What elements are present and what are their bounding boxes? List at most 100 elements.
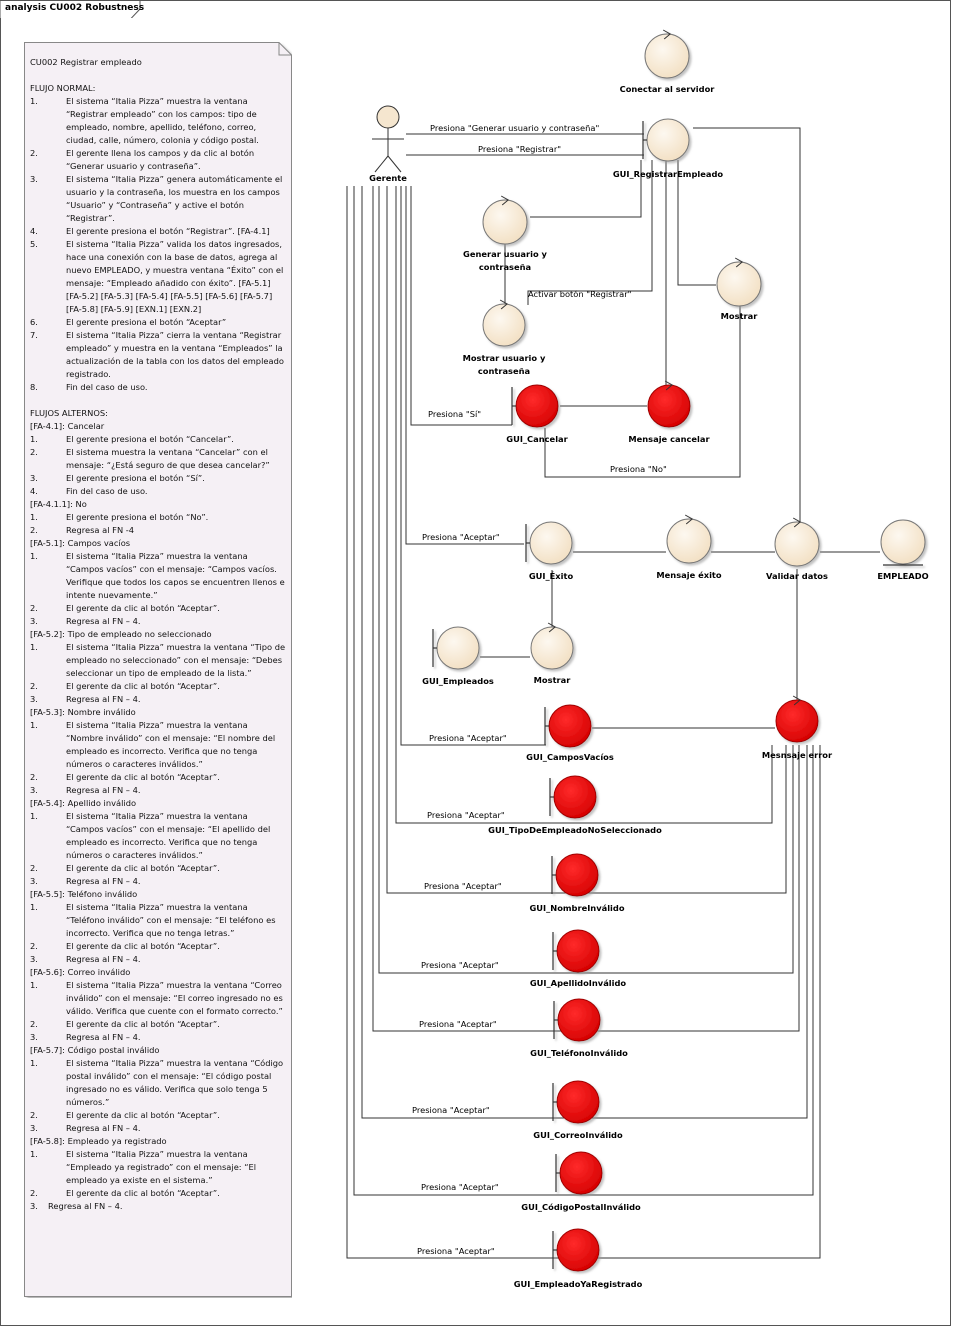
empleado-entity xyxy=(880,519,926,566)
gui-campos-vacios xyxy=(544,704,592,748)
gui-empleado-ya-registrado-label: GUI_EmpleadoYaRegistrado xyxy=(514,1279,643,1289)
note-step: 2.El gerente da clic al botón “Aceptar”. xyxy=(30,680,286,693)
gui-empleados-label: GUI_Empleados xyxy=(422,676,494,686)
connector-aceptar-campos xyxy=(400,186,546,746)
note-step-number: 2. xyxy=(30,681,38,691)
note-step-number: 1. xyxy=(30,1058,38,1068)
note-step-text: El sistema “Italia Pizza” muestra la ven… xyxy=(66,811,271,860)
message-generar: Presiona "Generar usuario y contraseña" xyxy=(430,123,599,133)
note-step-number: 3. xyxy=(30,694,38,704)
actor-gerente-label: Gerente xyxy=(369,173,407,183)
note-step-text: El gerente llena los campos y da clic al… xyxy=(66,148,255,171)
note-step: 2.El gerente da clic al botón “Aceptar”. xyxy=(30,602,286,615)
message-aceptar-tipo: Presiona "Aceptar" xyxy=(427,810,505,820)
connector-aceptar-tipo xyxy=(395,186,773,824)
note-step-number: 3. xyxy=(30,1201,38,1211)
gui-codigo-postal-invalido xyxy=(555,1151,603,1195)
note-step-text: El sistema “Italia Pizza” muestra la ven… xyxy=(66,1058,284,1107)
gui-telefono-invalido-label: GUI_TeléfonoInválido xyxy=(530,1048,628,1058)
gui-nombre-invalido xyxy=(551,853,599,897)
note-step-number: 3. xyxy=(30,616,38,626)
note-line: FLUJOS ALTERNOS: xyxy=(30,408,108,418)
note-line: [FA-4.1.1]: No xyxy=(30,499,87,509)
note-step-text: Regresa al FN – 4. xyxy=(66,785,141,795)
note-step-text: El sistema “Italia Pizza” muestra la ven… xyxy=(66,980,283,1016)
note-step-text: Regresa al FN – 4. xyxy=(48,1201,123,1211)
note-step: 1. El gerente presiona el botón “Cancelar… xyxy=(30,433,286,446)
conectar-servidor xyxy=(644,29,690,79)
note-step: 3.El sistema “Italia Pizza” genera autom… xyxy=(30,173,286,225)
mostrar-superior-label: Mostrar xyxy=(721,311,759,321)
connector-si xyxy=(410,186,512,426)
message-aceptar-nombre: Presiona "Aceptar" xyxy=(424,881,502,891)
connector-generar-usuario xyxy=(530,160,642,218)
note-step-text: Fin del caso de uso. xyxy=(66,382,148,392)
note-step: 2.El gerente da clic al botón “Aceptar”. xyxy=(30,1187,286,1200)
note-step-number: 3. xyxy=(30,1032,38,1042)
note-step-number: 3. xyxy=(30,785,38,795)
note-line: [FA-5.8]: Empleado ya registrado xyxy=(30,1136,167,1146)
message-aceptar-cp: Presiona "Aceptar" xyxy=(421,1182,499,1192)
note-step-number: 7. xyxy=(30,330,38,340)
connector-mostrar xyxy=(677,160,716,286)
note-step-text: El gerente presiona el botón “Aceptar” xyxy=(66,317,227,327)
generar-usuario-contrasena-label: Generar usuario y xyxy=(463,249,548,259)
note-step: 1.El sistema “Italia Pizza” muestra la v… xyxy=(30,1148,286,1187)
mostrar-inferior-label: Mostrar xyxy=(534,675,572,685)
note-step: 7.El sistema “Italia Pizza” cierra la ve… xyxy=(30,329,286,381)
note-step: 1.El sistema “Italia Pizza” muestra la v… xyxy=(30,95,286,147)
note-step: 1.El sistema “Italia Pizza” muestra la v… xyxy=(30,979,286,1018)
note-step: 1.El sistema “Italia Pizza” muestra la v… xyxy=(30,810,286,862)
note-step: 2.El gerente da clic al botón “Aceptar”. xyxy=(30,1018,286,1031)
note-step: 4.Fin del caso de uso. xyxy=(30,485,286,498)
mensaje-error-label: Mesnsaje error xyxy=(762,750,833,760)
note-step-number: 2. xyxy=(30,1188,38,1198)
note-step: 3. Regresa al FN – 4. xyxy=(30,1031,286,1044)
note-step-text: Regresa al FN – 4. xyxy=(66,876,141,886)
mensaje-exito xyxy=(666,514,712,564)
note-step-text: El gerente presiona el botón “Cancelar”. xyxy=(66,434,234,444)
note-step-number: 3. xyxy=(30,174,38,184)
note-step-number: 1. xyxy=(30,1149,38,1159)
note-step: 2.El gerente llena los campos y da clic … xyxy=(30,147,286,173)
note-line: CU002 Registrar empleado xyxy=(30,57,142,67)
gui-empleados xyxy=(432,626,480,670)
mensaje-cancelar xyxy=(647,380,691,428)
gui-empleado-ya-registrado xyxy=(552,1228,600,1272)
note-step-number: 2. xyxy=(30,772,38,782)
note-step: 5.El sistema “Italia Pizza” valida los d… xyxy=(30,238,286,316)
gui-cancelar-label: GUI_Cancelar xyxy=(506,434,568,444)
note-step: 2.El gerente da clic al botón “Aceptar”. xyxy=(30,771,286,784)
generar-usuario-contrasena xyxy=(482,195,528,245)
note-step-text: El gerente presiona el botón “Sí”. xyxy=(66,473,205,483)
note-step-number: 1. xyxy=(30,434,38,444)
validar-datos-label: Validar datos xyxy=(766,571,828,581)
connector-aceptar-cp xyxy=(353,186,814,1196)
message-aceptar-ya-registrado: Presiona "Aceptar" xyxy=(417,1246,495,1256)
note-step: 1.El sistema “Italia Pizza” muestra la v… xyxy=(30,719,286,771)
note-line: [FA-5.6]: Correo inválido xyxy=(30,967,131,977)
message-si: Presiona "Sí" xyxy=(428,409,481,419)
note-step-text: El gerente da clic al botón “Aceptar”. xyxy=(66,863,220,873)
gui-cancelar xyxy=(511,384,559,428)
note-step: 3.El gerente presiona el botón “Sí”. xyxy=(30,472,286,485)
title-tab xyxy=(0,0,141,18)
note-step-number: 1. xyxy=(30,96,38,106)
gui-correo-invalido xyxy=(552,1080,600,1124)
note-step-number: 6. xyxy=(30,317,38,327)
gui-apellido-invalido-label: GUI_ApellidoInválido xyxy=(530,978,627,988)
gui-telefono-invalido xyxy=(553,998,601,1042)
gui-codigo-postal-invalido-label: GUI_CódigoPostalInválido xyxy=(521,1202,641,1212)
note-line: FLUJO NORMAL: xyxy=(30,83,96,93)
note-step-text: Regresa al FN – 4. xyxy=(66,1032,141,1042)
gui-tipo-empleado-no-seleccionado-label: GUI_TipoDeEmpleadoNoSeleccionado xyxy=(488,825,662,835)
note-step: 3. Regresa al FN – 4. xyxy=(30,784,286,797)
note-step-text: Regresa al FN – 4. xyxy=(66,954,141,964)
note-step-text: Regresa al FN -4 xyxy=(66,525,135,535)
note-step: 2.El sistema muestra la ventana “Cancela… xyxy=(30,446,286,472)
message-registrar: Presiona "Registrar" xyxy=(478,144,561,154)
actor-gerente xyxy=(372,105,404,173)
note-step-number: 5. xyxy=(30,239,38,249)
